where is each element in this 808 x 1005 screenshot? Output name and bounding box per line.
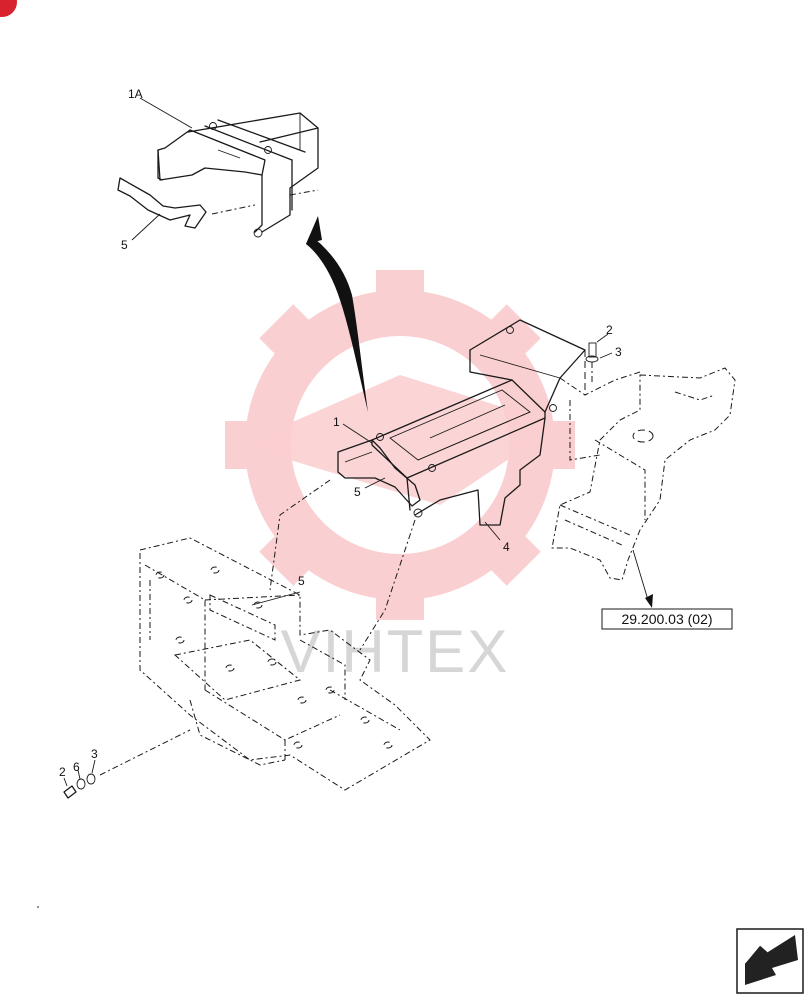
inset-detail-1a — [117, 97, 319, 241]
corner-badge-icon — [0, 0, 17, 17]
reference-label: 29.200.03 (02) — [621, 611, 712, 627]
callout-3-top: 3 — [615, 345, 622, 359]
pointer-arrow-icon — [306, 235, 368, 412]
lower-frame-ghost — [99, 479, 431, 791]
reference-box[interactable] — [601, 608, 733, 630]
watermark-gear-icon — [225, 270, 575, 620]
callout-5-main: 5 — [354, 485, 361, 499]
callout-3-bottom: 3 — [91, 747, 98, 761]
fastener-bottom — [63, 759, 96, 799]
right-chassis-ghost — [551, 367, 736, 608]
main-assembly — [337, 319, 641, 541]
callout-6-bottom: 6 — [73, 760, 80, 774]
callout-5-inset: 5 — [121, 238, 128, 252]
page-arrow-icon[interactable] — [736, 928, 804, 994]
fastener-top — [585, 333, 613, 385]
callout-2-top: 2 — [606, 323, 613, 337]
callout-4: 4 — [503, 540, 510, 554]
callout-5-lower: 5 — [298, 574, 305, 588]
watermark-text: VIHTEX — [281, 618, 510, 685]
callout-1: 1 — [333, 415, 340, 429]
callout-1a: 1A — [128, 87, 143, 101]
callout-2-bottom: 2 — [59, 765, 66, 779]
